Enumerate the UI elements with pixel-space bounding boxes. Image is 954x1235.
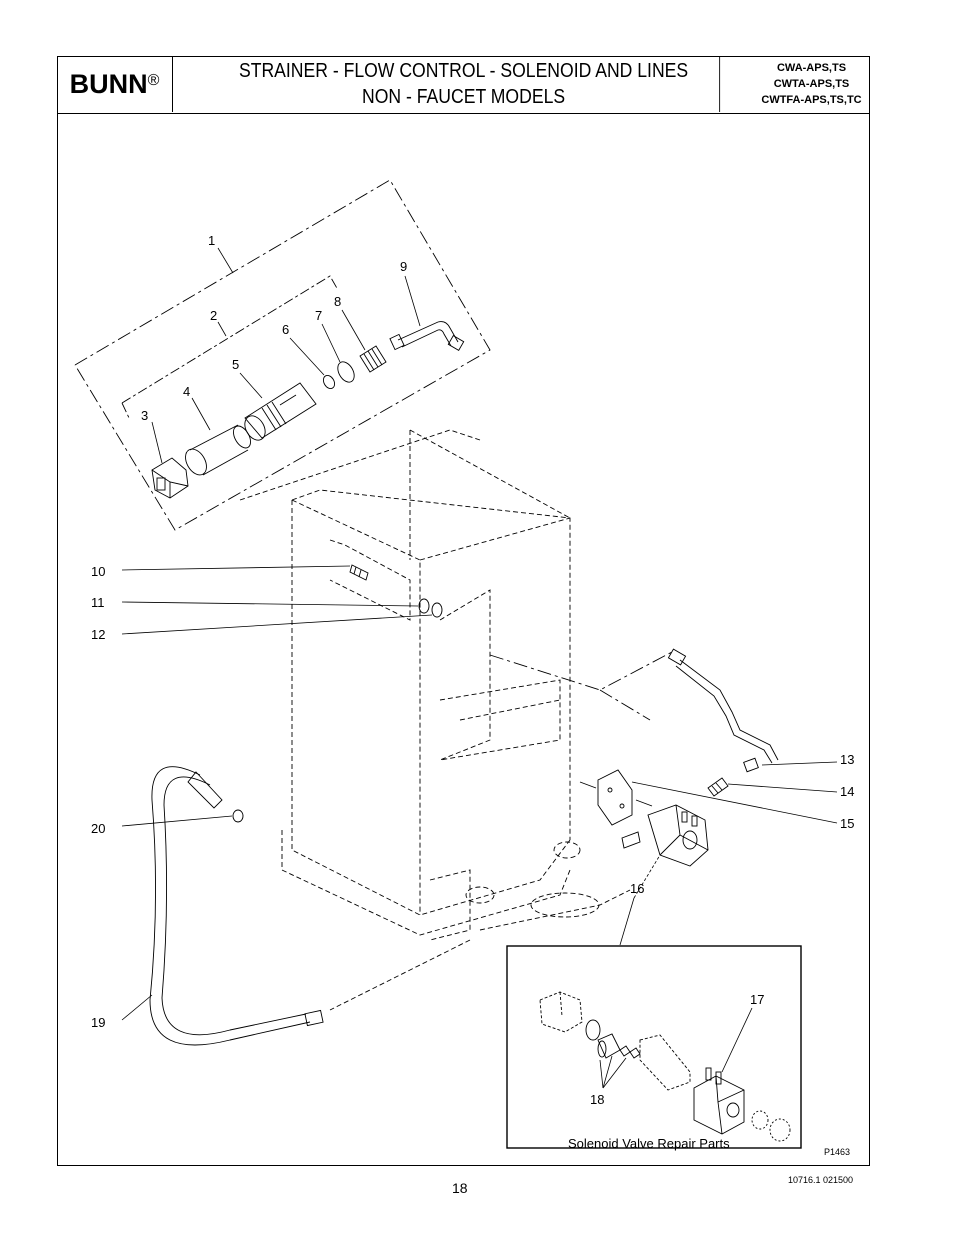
hose-washer-part: [232, 809, 244, 823]
strainer-sub-bracket: [121, 275, 339, 421]
title-line-2: NON - FAUCET MODELS: [362, 86, 566, 108]
callout-9: 9: [400, 259, 407, 274]
page-title: STRAINER - FLOW CONTROL - SOLENOID AND L…: [208, 56, 721, 112]
repair-spring-part: [619, 1045, 641, 1059]
solenoid-valve-part: [621, 804, 709, 867]
inlet-fitting-part: [349, 564, 369, 581]
leader-lines: [121, 247, 838, 1089]
repair-o-ring-part: [585, 1019, 601, 1041]
callout-10: 10: [91, 564, 105, 579]
repair-plunger-part: [597, 1033, 621, 1059]
callout-1: 1: [208, 233, 215, 248]
repair-coil-part: [693, 1067, 745, 1135]
callout-17: 17: [750, 992, 764, 1007]
page-number: 18: [452, 1180, 468, 1196]
repair-washers-part: [751, 1110, 791, 1142]
callout-7: 7: [315, 308, 322, 323]
brand-registered-mark: ®: [147, 71, 160, 89]
callout-15: 15: [840, 816, 854, 831]
strainer-assembly-bracket: [74, 179, 491, 531]
callout-5: 5: [232, 357, 239, 372]
inlet-tube-part: [389, 321, 465, 351]
callout-12: 12: [91, 627, 105, 642]
brand-cell: BUNN®: [57, 56, 173, 112]
strainer-screen-part: [185, 424, 251, 476]
title-line-1: STRAINER - FLOW CONTROL - SOLENOID AND L…: [238, 60, 689, 82]
callout-3: 3: [141, 408, 148, 423]
callout-16: 16: [630, 881, 644, 896]
callout-6: 6: [282, 322, 289, 337]
callout-18: 18: [590, 1092, 604, 1107]
repair-tube-part: [639, 1034, 691, 1091]
brand-name: BUNN: [69, 68, 148, 99]
document-code: 10716.1 021500: [788, 1175, 854, 1185]
page-frame: [57, 56, 870, 1166]
callout-4: 4: [183, 384, 190, 399]
nut-part: [418, 598, 430, 614]
callout-13: 13: [840, 752, 854, 767]
repair-parts-box: [506, 945, 802, 1149]
cabinet-outline: [239, 429, 631, 1011]
brand-logo: BUNN®: [70, 69, 160, 100]
solenoid-bracket-part: [579, 769, 653, 826]
callout-19: 19: [91, 1015, 105, 1030]
repair-parts-caption: Solenoid Valve Repair Parts: [568, 1136, 730, 1151]
callout-2: 2: [210, 308, 217, 323]
callout-8: 8: [334, 294, 341, 309]
figure-code: P1463: [824, 1147, 851, 1157]
model-list: CWA-APS,TS CWTA-APS,TS CWTFA-APS,TS,TC: [755, 56, 868, 112]
gasket-part: [431, 602, 443, 618]
callout-11: 11: [91, 595, 105, 610]
o-ring-part: [337, 361, 355, 383]
header-row: BUNN® STRAINER - FLOW CONTROL - SOLENOID…: [57, 56, 870, 114]
model-item: CWTFA-APS,TS,TC: [761, 94, 862, 106]
outlet-tube-part: [667, 648, 779, 773]
flow-washer-part: [322, 374, 336, 390]
callout-14: 14: [840, 784, 854, 799]
flow-control-fitting-part: [359, 345, 387, 373]
model-item: CWA-APS,TS: [776, 62, 847, 74]
repair-valve-body-part: [539, 991, 583, 1033]
supply-hose-part: [149, 766, 324, 1046]
solenoid-fitting-part: [707, 777, 729, 797]
strainer-body-part: [244, 382, 317, 441]
callout-20: 20: [91, 821, 105, 836]
routing-lines: [489, 651, 673, 721]
strainer-nut-part: [151, 457, 189, 499]
model-item: CWTA-APS,TS: [773, 78, 850, 90]
